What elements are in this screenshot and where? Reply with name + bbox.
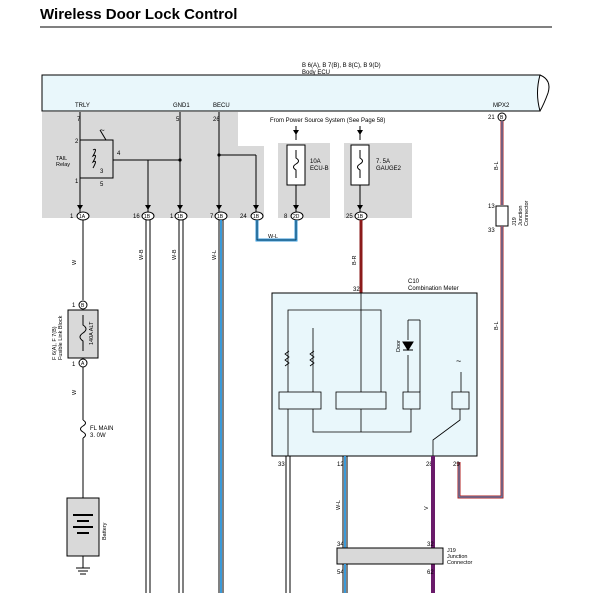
body-ecu-box-tail — [539, 74, 550, 112]
relay-pin-5: 5 — [100, 182, 104, 188]
svg-text:1: 1 — [170, 214, 174, 220]
svg-text:25: 25 — [346, 214, 353, 220]
wire-label-wb2: W-B — [172, 249, 178, 260]
wire-label-wl-meter: W-L — [336, 500, 342, 510]
gauge2-fuse-name: GAUGE2 — [376, 166, 402, 172]
ecu-name: Body ECU — [302, 70, 330, 76]
mpx2-connector-id: B — [500, 115, 504, 121]
body-ecu-box — [41, 74, 541, 112]
svg-text:1: 1 — [70, 214, 74, 220]
pin-trly: 7 — [77, 117, 81, 123]
svg-text:1B: 1B — [177, 214, 184, 220]
combination-meter — [271, 292, 478, 457]
meter-pin-32: 32 — [353, 287, 360, 293]
power-source-note: From Power Source System (See Page 58) — [270, 118, 385, 124]
svg-text:1B: 1B — [357, 214, 364, 220]
svg-text:8: 8 — [284, 214, 288, 220]
door-label: Door — [396, 340, 402, 352]
wire-label-wb: W-B — [139, 249, 145, 260]
meter-id: C10 — [408, 279, 420, 285]
svg-text:24: 24 — [240, 214, 247, 220]
meter-signal-icon: ~ — [456, 356, 461, 366]
j19-bottom-pin-54: 54 — [337, 570, 344, 576]
ecu-terminal-mpx2: MPX2 — [493, 103, 510, 109]
meter-pin-28: 28 — [426, 462, 433, 468]
relay-pin-2: 2 — [75, 139, 79, 145]
ecu-b-fuse-name: ECU-B — [310, 166, 329, 172]
j19-bottom-connector — [336, 547, 444, 565]
door-led-icon — [402, 341, 414, 351]
meter-pin-33: 33 — [278, 462, 285, 468]
j19-top-connector — [495, 205, 509, 227]
ecu-terminal-becu: BECU — [213, 103, 230, 109]
relay-pin-4: 4 — [117, 151, 121, 157]
gauge2-fuse-rating: 7. 5A — [376, 159, 390, 165]
wire-label-br: B-R — [352, 256, 358, 266]
fusible-pin-1b: 1 — [72, 303, 76, 309]
ecu-terminal-trly: TRLY — [75, 103, 90, 109]
relay-pin-1: 1 — [75, 179, 79, 185]
wire-label-bl2: B-L — [494, 321, 500, 330]
fl-main-name: FL MAIN — [90, 426, 113, 432]
svg-text:1B: 1B — [253, 214, 260, 220]
fusible-conn-b: B — [81, 303, 85, 309]
fusible-block-label: F 6(A), F 7(B) Fusible Link Block — [52, 315, 64, 360]
relay-coil-icon: ~ — [100, 126, 105, 135]
svg-text:7: 7 — [210, 214, 214, 220]
svg-text:1B: 1B — [217, 214, 224, 220]
connector-row: 1 1A 16 1B 1 1B 7 1B 24 1B 8 2D 25 1B — [70, 211, 368, 221]
fl-main-fuse — [80, 419, 86, 439]
meter-pin-12: 12 — [337, 462, 344, 468]
wire-label-w: W — [72, 259, 78, 265]
meter-pin-29: 29 — [453, 462, 460, 468]
wire-label-w-mid: W — [72, 389, 78, 395]
fusible-rating: 140A ALT — [89, 321, 95, 345]
j19-top-pin-33: 33 — [488, 228, 495, 234]
relay-gray-area — [42, 112, 264, 218]
j19-top-pin-13: 13 — [488, 204, 495, 210]
pin-mpx2: 21 — [488, 115, 495, 121]
page-title: Wireless Door Lock Control — [40, 6, 238, 23]
ecu-terminal-gnd1: GND1 — [173, 103, 190, 109]
wire-label-wl: W-L — [212, 250, 218, 260]
j19-bottom-pin-34: 34 — [337, 542, 344, 548]
meter-internals — [278, 293, 470, 456]
pin-becu: 26 — [213, 117, 220, 123]
ecu-b-fuse-rating: 10A — [310, 159, 321, 165]
svg-text:2D: 2D — [293, 214, 300, 220]
pin-gnd1: 5 — [176, 117, 180, 123]
tail-relay — [79, 139, 114, 179]
battery-label: Battery — [102, 522, 108, 540]
wl-jumper-label: W-L — [268, 234, 278, 240]
j19-bottom-pin-32: 32 — [427, 542, 434, 548]
fusible-conn-a: A — [81, 361, 85, 367]
wire-label-bl: B-L — [494, 161, 500, 170]
ecu-codes: B 6(A), B 7(B), B 8(C), B 9(D) — [302, 63, 381, 69]
j19-bottom-label: J19 Junction Connector — [447, 548, 473, 566]
wire-label-v: V — [424, 506, 430, 510]
fl-main-rating: 3. 0W — [90, 433, 106, 439]
svg-text:1A: 1A — [79, 214, 86, 220]
j19-bottom-pin-62: 62 — [427, 570, 434, 576]
relay-pin-3: 3 — [100, 169, 104, 175]
fusible-pin-1a: 1 — [72, 362, 76, 368]
j19-top-label: J19 Junction Connector — [512, 200, 530, 226]
svg-text:16: 16 — [133, 214, 140, 220]
svg-text:1B: 1B — [144, 214, 151, 220]
meter-name: Combination Meter — [408, 286, 459, 292]
